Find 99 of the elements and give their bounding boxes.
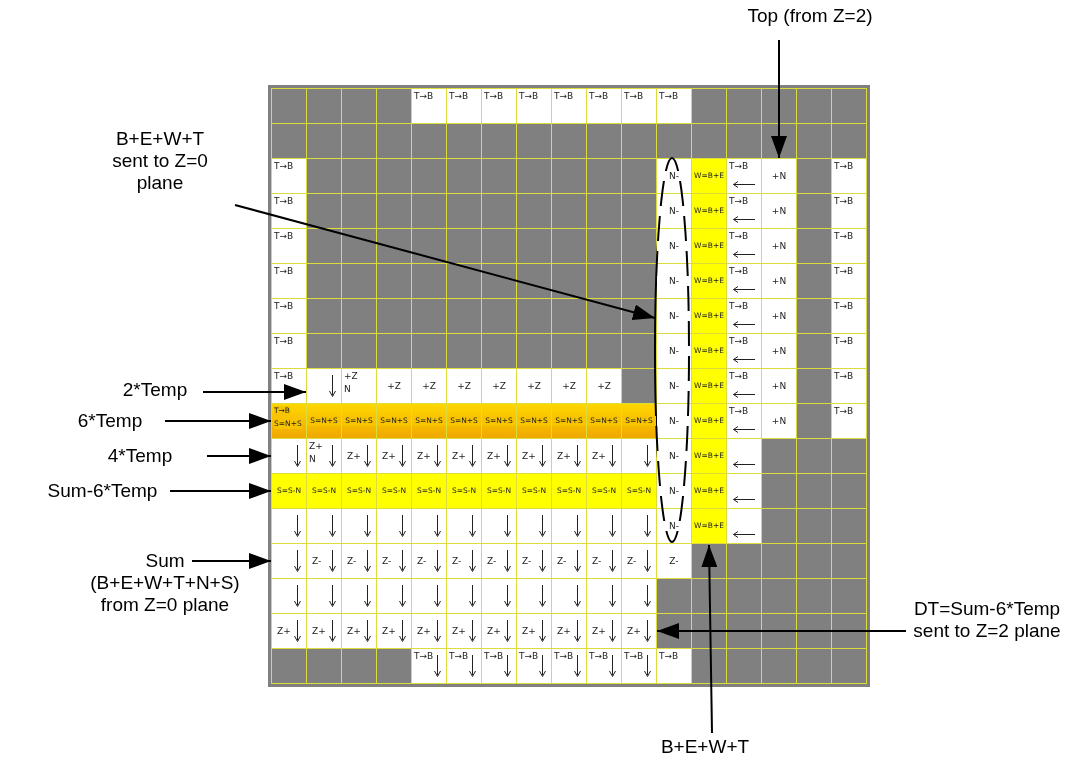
cell-label: T→B bbox=[484, 651, 504, 661]
cell-label: Z+ bbox=[627, 626, 641, 636]
cell-label: Z+ bbox=[487, 626, 501, 636]
cell-label: T→B bbox=[729, 336, 749, 346]
cell-label: Z+ bbox=[557, 451, 571, 461]
callout-label: B+E+W+T sent to Z=0 plane bbox=[100, 128, 220, 194]
cell-label: Z- bbox=[417, 556, 427, 566]
cell-label: Z- bbox=[487, 556, 497, 566]
cell-label: Z+ bbox=[417, 451, 431, 461]
cell-label: Z+ bbox=[417, 626, 431, 636]
cell-label: T→B bbox=[589, 91, 609, 101]
cell-label: T→B bbox=[729, 231, 749, 241]
cell-label: Z+ bbox=[522, 451, 536, 461]
cell-label: Z- bbox=[522, 556, 532, 566]
cell-label: T→B bbox=[729, 301, 749, 311]
cell-label: T→B bbox=[519, 651, 539, 661]
cell-label: T→B bbox=[274, 161, 294, 171]
grid-cell bbox=[692, 509, 726, 543]
cell-label: T→B bbox=[414, 91, 434, 101]
callout-label: DT=Sum-6*Temp sent to Z=2 plane bbox=[912, 598, 1062, 642]
cell-label: T→B bbox=[729, 161, 749, 171]
cell-label: Z+ bbox=[309, 441, 323, 451]
cell-label: T→B bbox=[449, 651, 469, 661]
cell-label: Z- bbox=[347, 556, 357, 566]
cell-label: Z+ bbox=[382, 626, 396, 636]
cell-label: N- bbox=[657, 241, 691, 251]
cell-label: Z+ bbox=[522, 626, 536, 636]
cell-label: Z+ bbox=[592, 451, 606, 461]
cell-label: T→B bbox=[554, 91, 574, 101]
callout-label: 6*Temp bbox=[60, 410, 160, 432]
cell-label: Z+ bbox=[277, 626, 291, 636]
leader-arrow bbox=[191, 553, 272, 569]
cell-label: Z- bbox=[592, 556, 602, 566]
cell-label: Z+ bbox=[557, 626, 571, 636]
cell-label: T→B bbox=[659, 651, 679, 661]
grid-cell bbox=[272, 439, 306, 473]
cell-label: T→B bbox=[449, 91, 469, 101]
cell-label: Z+ bbox=[347, 626, 361, 636]
grid-cell bbox=[307, 369, 341, 403]
cell-label: T→B bbox=[834, 371, 854, 381]
cell-label: Z- bbox=[452, 556, 462, 566]
cell-label: T→B bbox=[834, 301, 854, 311]
cell-label: Z+ bbox=[592, 626, 606, 636]
callout-label: 4*Temp bbox=[85, 445, 195, 467]
callout-label: B+E+W+T bbox=[650, 736, 760, 758]
cell-label: T→B bbox=[624, 91, 644, 101]
cell-label: Z+ bbox=[452, 451, 466, 461]
cell-label: T→B bbox=[274, 266, 294, 276]
callout-label: Sum-6*Temp bbox=[40, 480, 165, 502]
leader-arrow bbox=[202, 384, 307, 400]
ellipse-outline bbox=[654, 157, 690, 543]
cell-label: Z- bbox=[382, 556, 392, 566]
cell-label: N- bbox=[657, 416, 691, 426]
cell-label: T→B bbox=[274, 231, 294, 241]
grid-cell bbox=[272, 404, 306, 438]
cell-label: T→B bbox=[659, 91, 679, 101]
cell-label: T→B bbox=[554, 651, 574, 661]
callout-label: Top (from Z=2) bbox=[730, 5, 890, 27]
cell-label: T→B bbox=[274, 301, 294, 311]
leader-arrow bbox=[206, 448, 272, 464]
cell-label: T→B bbox=[274, 336, 294, 346]
cell-label: T→B bbox=[729, 406, 749, 416]
cell-label: N- bbox=[657, 451, 691, 461]
grid-cell bbox=[272, 474, 306, 508]
cell-label: Z+ bbox=[452, 626, 466, 636]
cell-label: T→B bbox=[484, 91, 504, 101]
cell-label: Z+ bbox=[487, 451, 501, 461]
cell-label: Z- bbox=[627, 556, 637, 566]
cell-label: N bbox=[309, 454, 316, 464]
callout-label: 2*Temp bbox=[110, 379, 200, 401]
grid-cell bbox=[622, 614, 656, 648]
cell-label: T→B bbox=[729, 196, 749, 206]
cell-label: Z+ bbox=[347, 451, 361, 461]
cell-label: T→B bbox=[519, 91, 539, 101]
cell-label: T→B bbox=[274, 371, 294, 381]
cell-label: Z+ bbox=[382, 451, 396, 461]
leader-arrow bbox=[169, 483, 272, 499]
cell-label: T→B bbox=[834, 266, 854, 276]
cell-label: Z- bbox=[557, 556, 567, 566]
grid-cell bbox=[272, 544, 306, 578]
leader-arrow bbox=[701, 544, 718, 734]
cell-label: T→B bbox=[589, 651, 609, 661]
callout-label: Sum (B+E+W+T+N+S) from Z=0 plane bbox=[80, 550, 250, 616]
grid-cell bbox=[762, 159, 796, 193]
cell-label: T→B bbox=[729, 371, 749, 381]
cell-label: T→B bbox=[834, 196, 854, 206]
cell-label: T→B bbox=[414, 651, 434, 661]
cell-label: T→B bbox=[834, 231, 854, 241]
cell-label: T→B bbox=[834, 336, 854, 346]
leader-arrow bbox=[164, 413, 272, 429]
cell-label: T→B bbox=[834, 161, 854, 171]
leader-arrow bbox=[234, 204, 656, 320]
cell-label: T→B bbox=[729, 266, 749, 276]
cell-label: T→B bbox=[834, 406, 854, 416]
cell-label: T→B bbox=[274, 196, 294, 206]
leader-arrow bbox=[656, 623, 907, 639]
cell-label: N- bbox=[657, 276, 691, 286]
cell-label: Z+ bbox=[312, 626, 326, 636]
leader-arrow bbox=[771, 39, 787, 159]
